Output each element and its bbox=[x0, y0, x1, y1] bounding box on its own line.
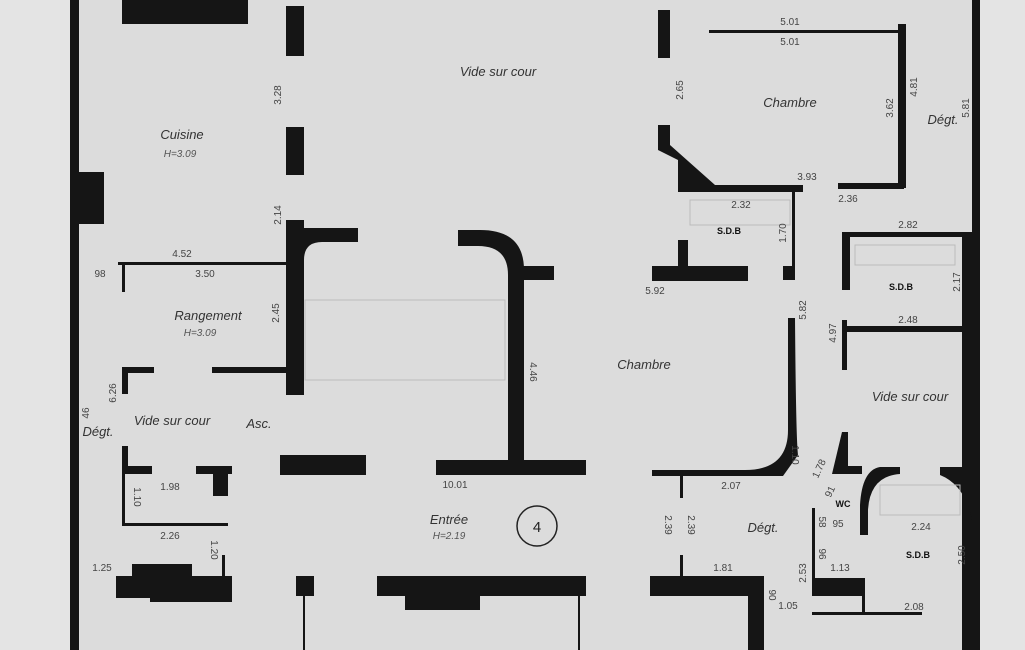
dimension: 5.92 bbox=[645, 286, 665, 297]
dimension: 4.81 bbox=[909, 77, 920, 97]
dimension: 5.81 bbox=[961, 98, 972, 118]
dimension: 2.39 bbox=[685, 515, 696, 535]
dimension: 95 bbox=[832, 519, 844, 530]
dimension: 4.52 bbox=[172, 249, 192, 260]
dimension: 2.48 bbox=[898, 315, 918, 326]
room-label: S.D.B bbox=[906, 550, 931, 560]
ceiling-height: H=2.19 bbox=[433, 531, 466, 542]
lot-number-circle bbox=[516, 505, 558, 547]
dimension: 1.81 bbox=[713, 563, 733, 574]
room-label: Asc. bbox=[245, 416, 271, 431]
dimension: 1.25 bbox=[92, 563, 112, 574]
fixtures bbox=[304, 199, 961, 516]
ceiling-height: H=3.09 bbox=[184, 328, 217, 339]
dimension: 58 bbox=[816, 516, 827, 528]
dimension: 4.46 bbox=[527, 362, 538, 382]
room-label: Cuisine bbox=[160, 127, 203, 142]
dimension: 2.65 bbox=[675, 80, 686, 100]
dimension: 98 bbox=[94, 269, 106, 280]
dimension: 2.82 bbox=[898, 220, 918, 231]
dimension: 2.53 bbox=[798, 563, 809, 583]
dimension: 10.01 bbox=[442, 480, 467, 491]
dimension: 46 bbox=[81, 407, 92, 419]
dimension: 91 bbox=[823, 484, 838, 499]
walls bbox=[70, 0, 980, 650]
dimension: 4.97 bbox=[828, 323, 839, 343]
dimension: 3.93 bbox=[797, 172, 817, 183]
dimension: 5.01 bbox=[780, 37, 800, 48]
room-label: WC bbox=[836, 499, 851, 509]
room-label: Dégt. bbox=[82, 424, 113, 439]
dimension: 1.13 bbox=[830, 563, 850, 574]
dimension: 1.10 bbox=[131, 487, 142, 507]
dimension: 2.08 bbox=[904, 602, 924, 613]
horizontal-dimensions: 5.01 5.01 3.93 2.32 2.36 2.82 2.48 4.52 … bbox=[92, 17, 931, 613]
room-label: Vide sur cour bbox=[460, 64, 537, 79]
dimension: 1.20 bbox=[208, 540, 219, 560]
room-label: Chambre bbox=[763, 95, 816, 110]
ceiling-height: H=3.09 bbox=[164, 149, 197, 160]
dimension: 2.14 bbox=[273, 205, 284, 225]
vertical-dimensions: 3.28 2.14 2.45 6.26 46 1.10 1.20 2.65 3.… bbox=[81, 77, 972, 601]
dimension: 2.24 bbox=[911, 522, 931, 533]
dimension: 1.10 bbox=[789, 445, 800, 465]
dimension: 2.39 bbox=[662, 515, 673, 535]
dimension: 3.62 bbox=[885, 98, 896, 118]
dimension: 2.50 bbox=[957, 545, 968, 565]
dimension: 96 bbox=[816, 548, 827, 560]
room-labels: Cuisine H=3.09 Vide sur cour Chambre Dég… bbox=[82, 64, 958, 560]
room-label: Rangement bbox=[174, 308, 243, 323]
dimension: 3.50 bbox=[195, 269, 215, 280]
room-label: Dégt. bbox=[927, 112, 958, 127]
dimension: 2.26 bbox=[160, 531, 180, 542]
lot-number: 4 bbox=[533, 519, 541, 536]
room-label: Vide sur cour bbox=[872, 389, 949, 404]
dimension: 2.17 bbox=[952, 272, 963, 292]
dimension: 3.28 bbox=[273, 85, 284, 105]
dimension: 2.32 bbox=[731, 200, 751, 211]
room-label: S.D.B bbox=[717, 226, 742, 236]
room-label: Chambre bbox=[617, 357, 670, 372]
dimension: 2.45 bbox=[271, 303, 282, 323]
dimension: 1.05 bbox=[778, 601, 798, 612]
dimension: 1.98 bbox=[160, 482, 180, 493]
dimension: 5.82 bbox=[798, 300, 809, 320]
room-label: S.D.B bbox=[889, 282, 914, 292]
dimension: 5.01 bbox=[780, 17, 800, 28]
room-label: Dégt. bbox=[747, 520, 778, 535]
dimension: 90 bbox=[766, 589, 777, 601]
dimension: 1.70 bbox=[778, 223, 789, 243]
room-label: Entrée bbox=[430, 512, 468, 527]
dimension: 2.36 bbox=[838, 194, 858, 205]
room-label: Vide sur cour bbox=[134, 413, 211, 428]
dimension: 6.26 bbox=[108, 383, 119, 403]
dimension: 2.07 bbox=[721, 481, 741, 492]
